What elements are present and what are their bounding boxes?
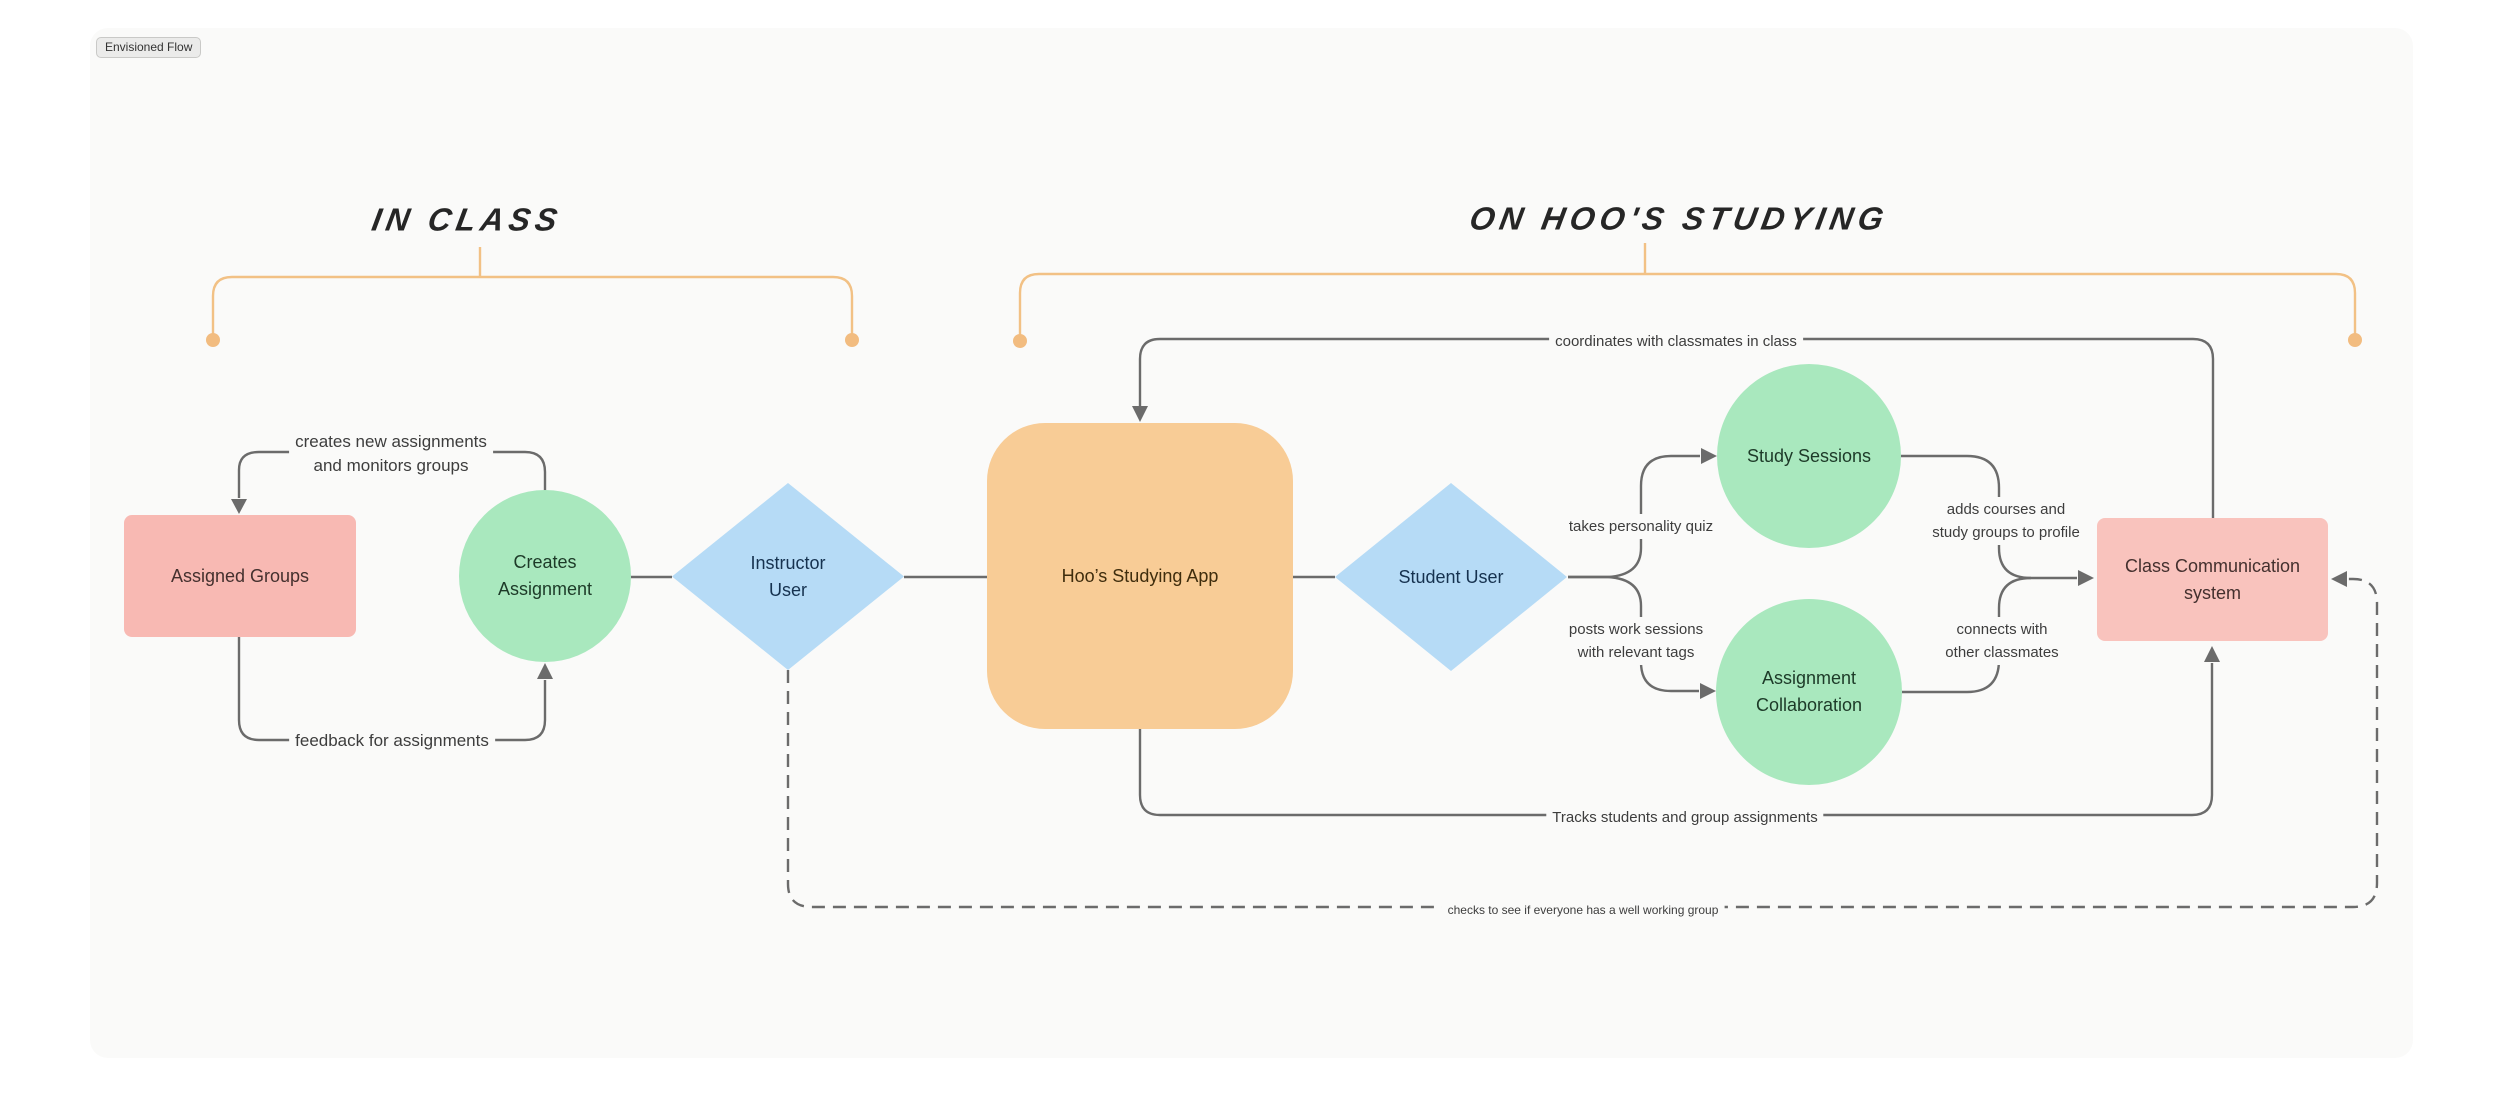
edge-label-adds-courses[interactable]: adds courses and study groups to profile <box>1926 497 2086 545</box>
edge-classcomm-to-app-top[interactable] <box>1132 337 2215 518</box>
bracket-endpoint-dot <box>1013 334 1027 348</box>
arrowhead-down <box>1132 406 1148 422</box>
edge-label-feedback[interactable]: feedback for assignments <box>289 728 495 754</box>
arrowhead-right <box>2078 570 2094 586</box>
section-title-in-class[interactable]: IN CLASS <box>369 201 565 238</box>
bracket-endpoint-dot <box>2348 333 2362 347</box>
section-bracket-on-hoos[interactable] <box>1013 243 2362 348</box>
node-class-communication-system[interactable]: Class Communication system <box>2097 518 2328 641</box>
edge-instructor-to-classcomm-dashed[interactable] <box>786 571 2379 909</box>
edge-label-posts-sessions[interactable]: posts work sessions with relevant tags <box>1562 617 1710 665</box>
edge-student-to-study[interactable] <box>1568 448 1717 579</box>
node-study-sessions[interactable]: Study Sessions <box>1717 364 1901 548</box>
edge-label-checks-groups[interactable]: checks to see if everyone has a well wor… <box>1441 901 1725 919</box>
bracket-body <box>211 275 854 339</box>
flow-name-badge[interactable]: Envisioned Flow <box>96 37 202 58</box>
arrowhead-right <box>1701 448 1717 464</box>
arrowhead-up <box>2204 646 2220 662</box>
node-creates-assignment[interactable]: Creates Assignment <box>459 490 631 662</box>
edge-label-creates-new-assignments[interactable]: creates new assignments and monitors gro… <box>289 429 493 479</box>
arrowhead-up <box>537 663 553 679</box>
section-bracket-in-class[interactable] <box>206 247 859 347</box>
node-hoos-studying-app[interactable]: Hoo’s Studying App <box>987 423 1293 729</box>
edge-label-tracks-students[interactable]: Tracks students and group assignments <box>1546 805 1824 830</box>
arrowhead-left <box>2331 571 2347 587</box>
node-assigned-groups[interactable]: Assigned Groups <box>124 515 356 637</box>
section-title-on-hoos[interactable]: ON HOO'S STUDYING <box>1466 200 1892 237</box>
arrowhead-down <box>231 499 247 514</box>
node-assignment-collaboration[interactable]: Assignment Collaboration <box>1716 599 1902 785</box>
edge-app-to-classcomm-bottom[interactable] <box>1138 646 2220 817</box>
edge-label-connects[interactable]: connects with other classmates <box>1939 617 2065 665</box>
bracket-endpoint-dot <box>845 333 859 347</box>
edge-label-takes-quiz[interactable]: takes personality quiz <box>1562 514 1720 539</box>
bracket-body <box>1018 272 2357 340</box>
bracket-endpoint-dot <box>206 333 220 347</box>
arrowhead-right <box>1700 683 1716 699</box>
edge-label-coordinates[interactable]: coordinates with classmates in class <box>1549 329 1803 354</box>
